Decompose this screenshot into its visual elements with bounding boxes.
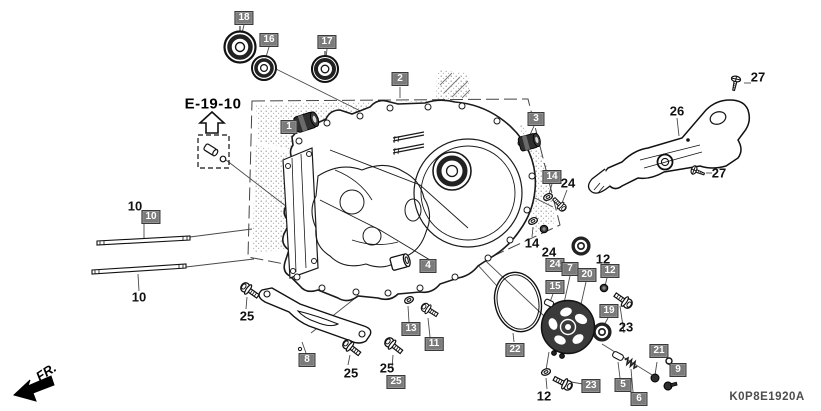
- part-callout-9-24[interactable]: 9: [669, 363, 687, 377]
- part-number-label-23-9: 23: [618, 319, 634, 335]
- oil-seal-19: [592, 322, 612, 342]
- part-callout-22-13[interactable]: 22: [505, 343, 525, 357]
- part-callout-18-0[interactable]: 18: [234, 11, 254, 25]
- dowel-5: [612, 351, 624, 361]
- part-number-label-12-10: 12: [536, 388, 552, 404]
- bolt-23-lower: [550, 372, 575, 394]
- bracket-26: [587, 99, 751, 194]
- nut-12-upper: [599, 283, 609, 293]
- part-number-label-27-13: 27: [711, 165, 727, 181]
- part-callout-10-7[interactable]: 10: [141, 210, 161, 224]
- part-number-label-25-4: 25: [379, 360, 395, 376]
- part-callout-11-10[interactable]: 11: [424, 337, 444, 351]
- washer-13: [402, 294, 416, 306]
- part-callout-4-8[interactable]: 4: [419, 259, 437, 273]
- screw-9: [663, 381, 678, 391]
- pin-15: [543, 298, 555, 308]
- part-callout-14-6[interactable]: 14: [542, 170, 562, 184]
- part-callout-25-11[interactable]: 25: [386, 375, 406, 389]
- part-callout-3-5[interactable]: 3: [527, 112, 545, 126]
- diagram-code: K0P8E1920A: [729, 391, 805, 403]
- stud-10-upper: [96, 235, 191, 246]
- crankcase-drawing: [282, 99, 537, 302]
- section-reference-label[interactable]: E-19-10: [184, 95, 242, 113]
- part-number-label-24-6: 24: [560, 175, 576, 191]
- bearing-17: [310, 51, 340, 84]
- ring-9: [665, 357, 673, 365]
- boundary-outline: [247, 98, 561, 291]
- part-callout-20-16[interactable]: 20: [577, 268, 597, 282]
- part-number-label-26-11: 26: [669, 103, 685, 119]
- oil-seal-20: [571, 236, 591, 256]
- part-callout-7-15[interactable]: 7: [561, 262, 579, 276]
- part-number-label-27-12: 27: [750, 69, 766, 85]
- part-callout-2-3[interactable]: 2: [391, 72, 409, 86]
- hatch-marks: [439, 72, 471, 99]
- part-callout-6-22[interactable]: 6: [630, 392, 648, 406]
- stud-10-lower: [91, 263, 187, 275]
- nut-24-b: [539, 224, 549, 234]
- ball-21: [650, 373, 660, 383]
- part-callout-15-18[interactable]: 15: [545, 280, 565, 294]
- reference-dashed-box: [197, 134, 230, 169]
- part-callout-5-21[interactable]: 5: [614, 378, 632, 392]
- bolt-11: [418, 300, 441, 320]
- bolt-25-c: [381, 334, 406, 357]
- part-number-label-10-0: 10: [127, 198, 143, 214]
- damper-3: [517, 131, 543, 152]
- part-callout-13-9[interactable]: 13: [401, 322, 421, 336]
- bolt-25-a: [237, 279, 262, 302]
- screw-27-a: [728, 74, 742, 92]
- part-number-label-10-1: 10: [131, 289, 147, 305]
- part-number-label-24-7: 24: [541, 244, 557, 260]
- part-callout-12-17[interactable]: 12: [600, 264, 620, 278]
- part-number-label-12-8: 12: [595, 251, 611, 267]
- part-callout-16-1[interactable]: 16: [259, 33, 279, 47]
- part-callout-21-23[interactable]: 21: [649, 344, 669, 358]
- bearing-16: [251, 55, 277, 81]
- part-number-label-25-2: 25: [239, 308, 255, 324]
- part-callout-23-20[interactable]: 23: [581, 379, 601, 393]
- collar-4: [389, 253, 411, 271]
- part-callout-19-19[interactable]: 19: [599, 304, 619, 318]
- spring-6: [624, 356, 638, 370]
- part-number-label-14-5: 14: [524, 235, 540, 251]
- o-ring-22: [493, 271, 543, 333]
- washer-12-lower: [540, 366, 552, 378]
- reference-up-arrow: [197, 110, 227, 134]
- bracket-8: [258, 287, 372, 352]
- fr-arrow: [13, 375, 55, 402]
- part-callout-17-2[interactable]: 17: [317, 35, 337, 49]
- part-callout-1-4[interactable]: 1: [280, 120, 298, 134]
- drive-plate: [540, 299, 596, 359]
- part-number-label-25-3: 25: [343, 365, 359, 381]
- bearing-18: [223, 26, 257, 64]
- part-callout-8-12[interactable]: 8: [298, 353, 316, 367]
